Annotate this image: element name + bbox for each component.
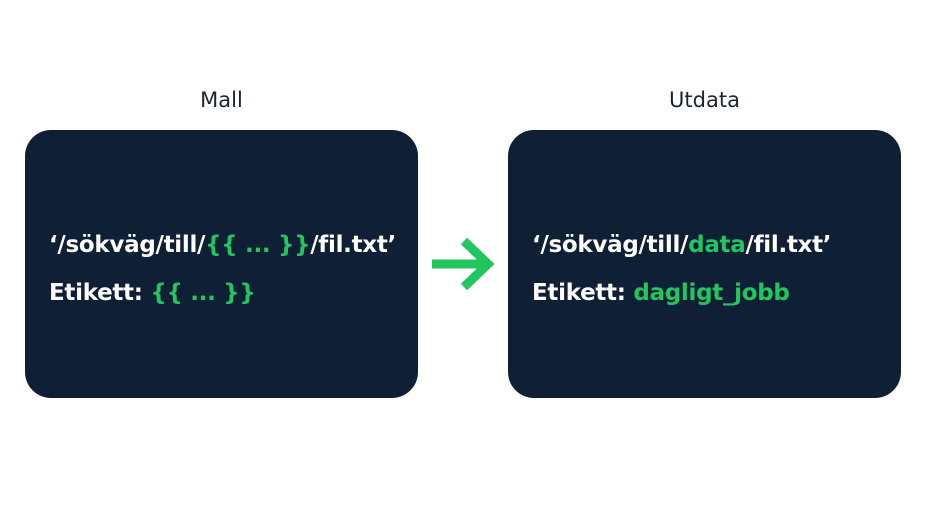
template-path-prefix: ‘/sökväg/till/: [49, 232, 206, 258]
template-path-placeholder: {{ ... }}: [205, 232, 311, 258]
template-panel-title: Mall: [200, 88, 243, 112]
template-label-prefix: Etikett:: [49, 280, 151, 306]
arrow-right-icon: [432, 237, 495, 291]
template-label-line: Etikett: {{ ... }}: [49, 280, 256, 306]
output-panel-title: Utdata: [669, 88, 740, 112]
template-panel: ‘/sökväg/till/{{ ... }}/fil.txt’ Etikett…: [25, 130, 418, 398]
template-path-suffix: /fil.txt’: [310, 232, 396, 258]
output-path-prefix: ‘/sökväg/till/: [532, 232, 689, 258]
output-panel: ‘/sökväg/till/data/fil.txt’ Etikett: dag…: [508, 130, 901, 398]
output-path-suffix: /fil.txt’: [745, 232, 832, 258]
template-label-placeholder: {{ ... }}: [150, 280, 256, 306]
output-label-value: dagligt_jobb: [633, 280, 790, 306]
template-path-line: ‘/sökväg/till/{{ ... }}/fil.txt’: [49, 232, 396, 258]
output-label-prefix: Etikett:: [532, 280, 634, 306]
output-path-line: ‘/sökväg/till/data/fil.txt’: [532, 232, 832, 258]
output-label-line: Etikett: dagligt_jobb: [532, 280, 790, 306]
output-path-value: data: [688, 232, 746, 258]
